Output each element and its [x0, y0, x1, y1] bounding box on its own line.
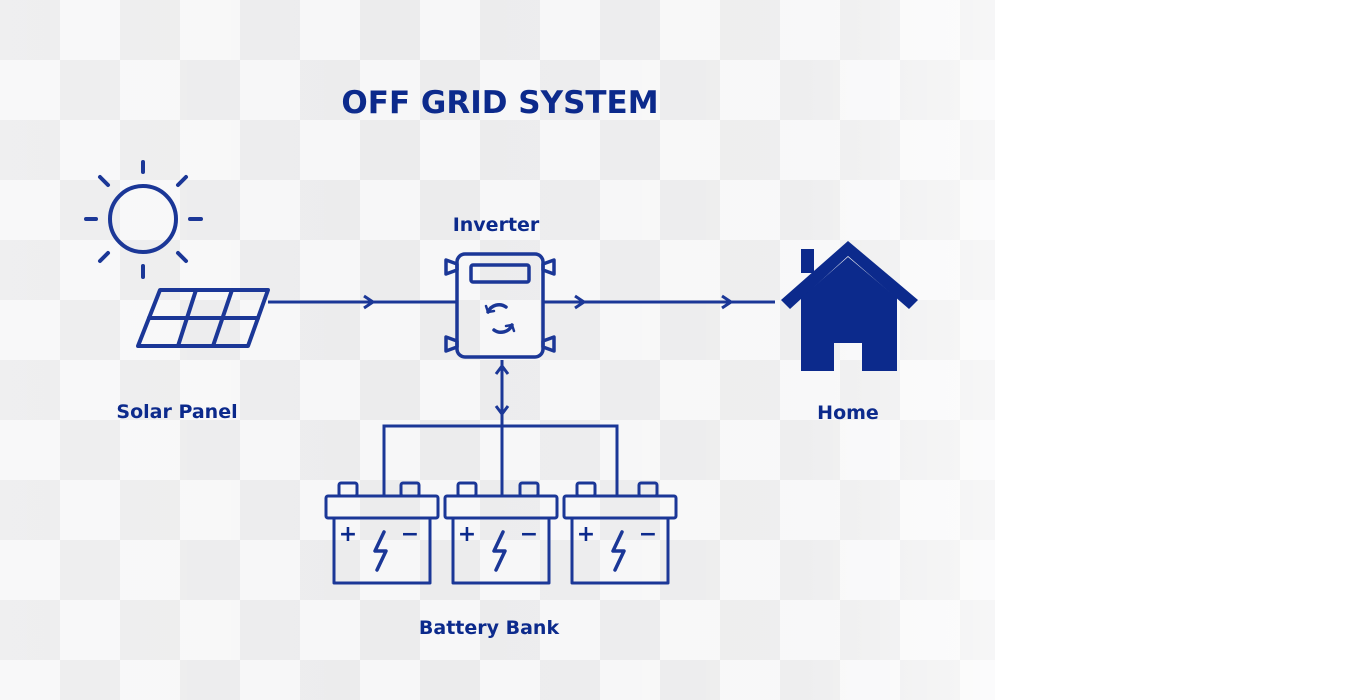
- diagram-panel: OFF GRID SYSTEM Solar Panel: [0, 0, 995, 700]
- battery-positive-terminal: +: [339, 522, 357, 547]
- solar-panel-icon: [136, 288, 270, 348]
- battery-negative-terminal: −: [401, 522, 419, 547]
- diagram-title: OFF GRID SYSTEM: [341, 85, 658, 121]
- home-icon: [781, 241, 918, 371]
- battery-positive-terminal: +: [577, 522, 595, 547]
- battery-positive-terminal: +: [458, 522, 476, 547]
- battery-negative-terminal: −: [639, 522, 657, 547]
- sun-icon: [84, 160, 203, 279]
- battery-negative-terminal: −: [520, 522, 538, 547]
- battery-bank-label: Battery Bank: [419, 617, 560, 639]
- home-label: Home: [817, 402, 879, 424]
- battery-icon: [443, 481, 559, 585]
- off-grid-diagram: OFF GRID SYSTEM Solar Panel: [84, 85, 918, 639]
- battery-icon: [562, 481, 678, 585]
- battery-icon: [324, 481, 440, 585]
- inverter-label: Inverter: [453, 214, 540, 236]
- connector-inverter-to-battery: [382, 360, 619, 495]
- solar-panel-label: Solar Panel: [116, 401, 237, 423]
- connector-solar-to-inverter: [268, 294, 457, 310]
- inverter-icon: [444, 252, 556, 359]
- connector-inverter-to-home: [543, 294, 775, 310]
